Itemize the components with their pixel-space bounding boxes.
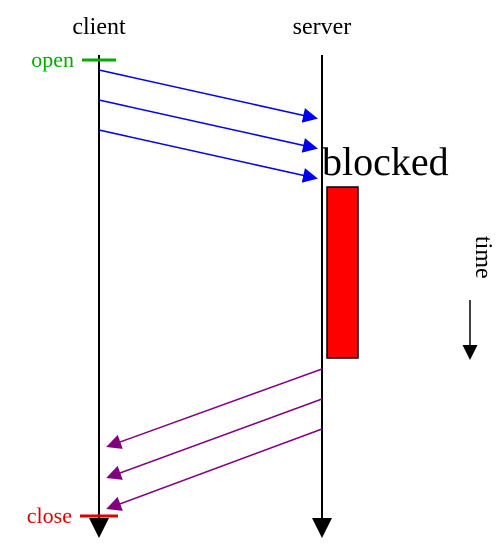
blocked-label: blocked: [322, 139, 449, 184]
server-label: server: [293, 14, 352, 40]
open-label: open: [31, 47, 74, 72]
request-arrow-1: [98, 69, 318, 123]
time-label: time: [470, 236, 496, 279]
response-arrow-3: [106, 428, 323, 511]
close-label: close: [27, 503, 72, 528]
client-label: client: [72, 14, 126, 40]
request-arrow-3: [98, 129, 318, 183]
request-arrow-2: [98, 99, 318, 153]
response-arrow-1: [106, 368, 323, 449]
response-arrow-2: [106, 398, 323, 480]
blocked-bar: [326, 186, 359, 359]
